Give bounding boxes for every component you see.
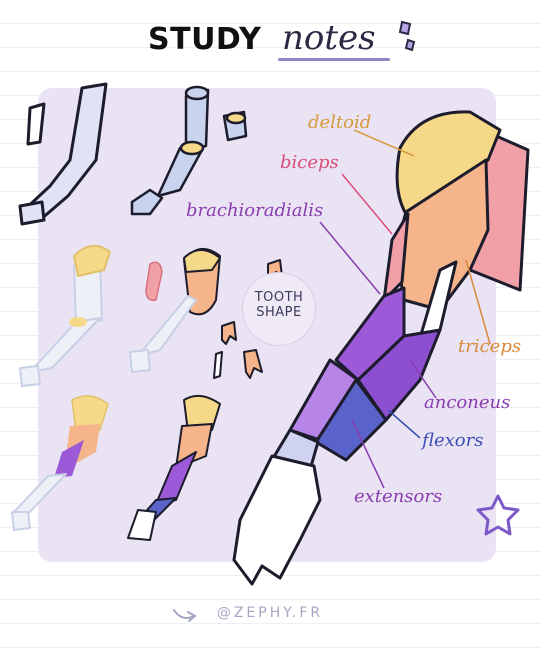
title: STUDY notes — [0, 14, 540, 64]
star-icon — [476, 494, 520, 536]
label-extensors: extensors — [354, 486, 443, 507]
label-anconeus: anconeus — [424, 392, 511, 413]
step-2-cylinders — [130, 85, 248, 216]
tooth-shapes — [213, 259, 283, 379]
label-triceps: triceps — [458, 336, 522, 357]
step-1-blocks — [18, 82, 108, 226]
step-5-colored — [11, 395, 109, 531]
main-arm — [232, 110, 530, 586]
title-underline — [278, 58, 390, 61]
label-biceps: biceps — [280, 152, 339, 173]
tooth-badge-line1: TOOTH — [254, 290, 304, 305]
gem-icon — [398, 20, 416, 52]
label-flexors: flexors — [422, 430, 484, 451]
tooth-badge-line2: SHAPE — [256, 305, 302, 320]
label-brachioradialis: brachioradialis — [186, 200, 324, 221]
arrow-icon — [173, 609, 197, 622]
step-3-deltoid — [19, 245, 111, 387]
footer-handle: @ZEPHY.FR — [216, 605, 324, 621]
step-4-muscles — [129, 248, 221, 373]
footer: @ZEPHY.FR — [0, 604, 540, 622]
label-deltoid: deltoid — [308, 112, 372, 133]
tooth-shape-badge: TOOTH SHAPE — [242, 272, 316, 346]
step-6-colored — [127, 394, 221, 541]
leader-lines — [319, 129, 491, 489]
title-bold: STUDY — [148, 22, 262, 57]
title-script: notes — [282, 18, 376, 58]
